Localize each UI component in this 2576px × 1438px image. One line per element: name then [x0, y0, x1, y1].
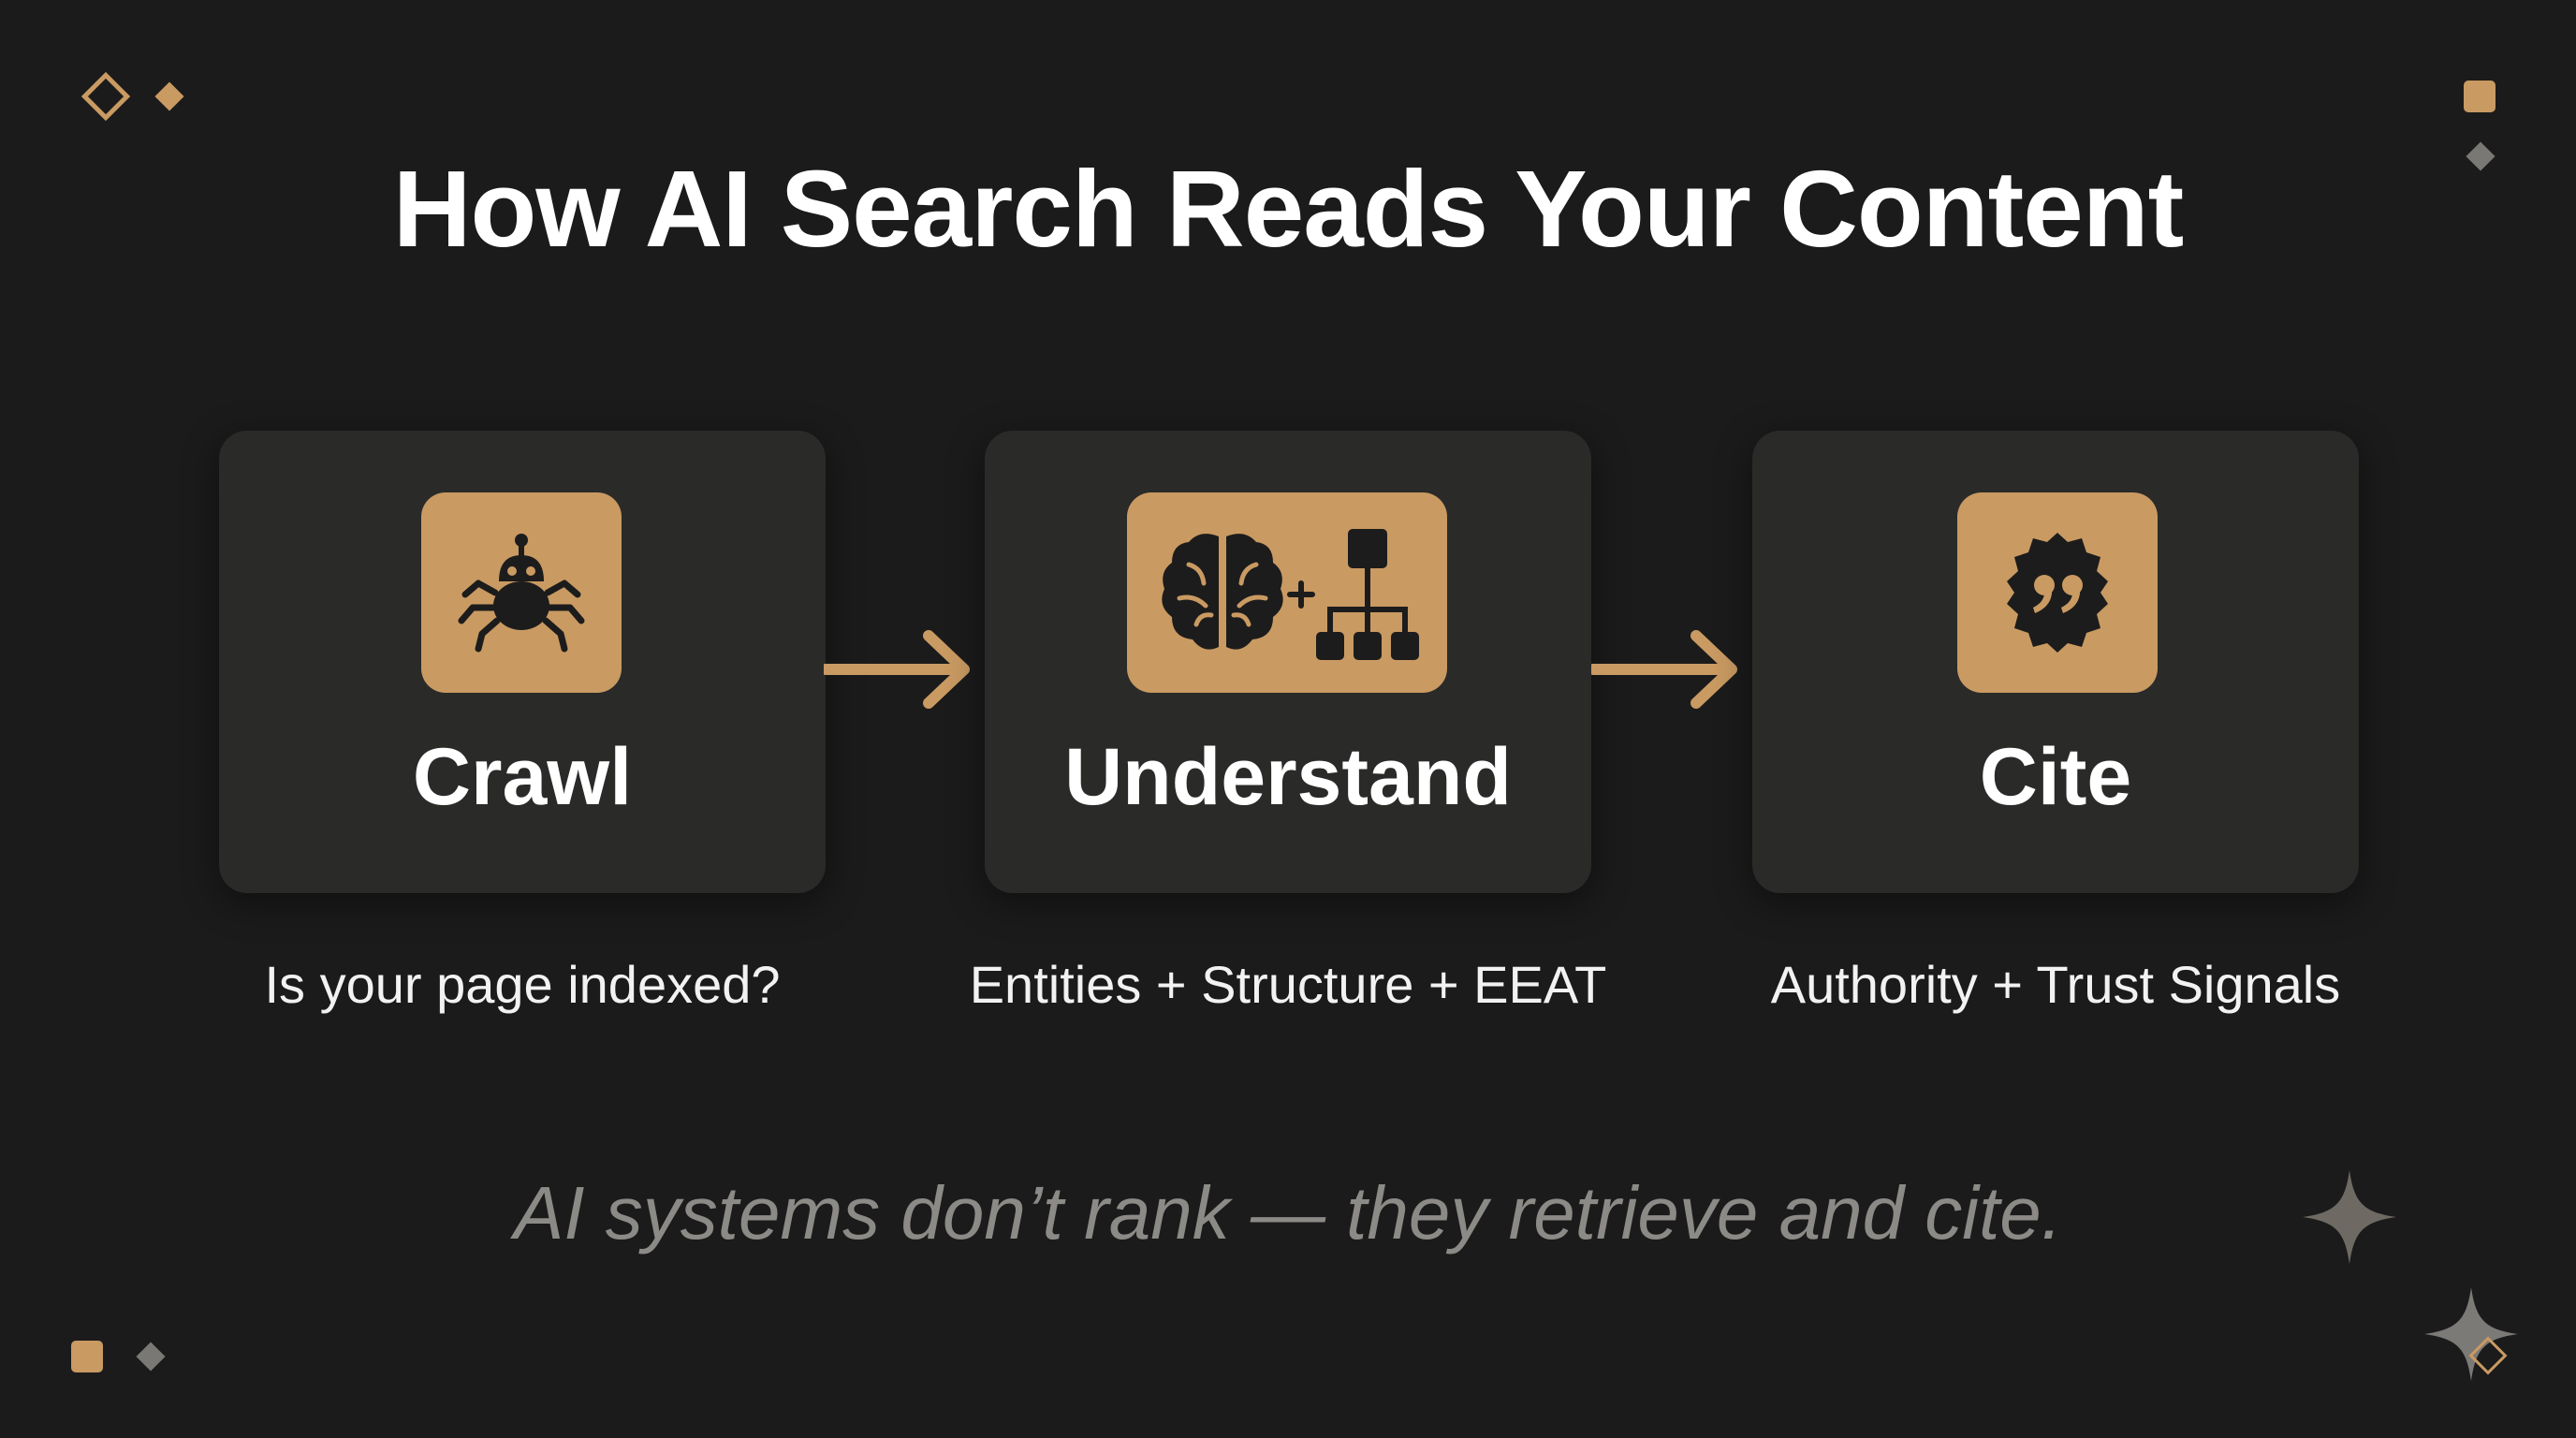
step-card-crawl: Crawl: [219, 431, 826, 893]
step-card-understand: Understand: [985, 431, 1591, 893]
sparkle-icon: [2303, 1170, 2396, 1264]
decor-top-left: [80, 71, 184, 122]
spider-bot-icon: [458, 534, 585, 653]
arrow-right-icon: [1591, 630, 1737, 709]
step-label: Cite: [1979, 732, 2132, 822]
step-caption-crawl: Is your page indexed?: [264, 955, 781, 1014]
decor-bottom-left: [71, 1341, 166, 1372]
step-label: Crawl: [412, 732, 633, 822]
icon-tile: [421, 492, 622, 693]
icon-tile: [1127, 492, 1447, 693]
tagline: AI systems don’t rank — they retrieve an…: [513, 1171, 2063, 1255]
quote-badge-icon: [2007, 533, 2108, 653]
step-label: Understand: [1064, 732, 1512, 822]
icon-tile: [1957, 492, 2158, 693]
step-caption-understand: Entities + Structure + EEAT: [969, 955, 1607, 1014]
brain-plus-hierarchy-icon: [1162, 529, 1419, 660]
page-title: How AI Search Reads Your Content: [392, 148, 2184, 270]
step-card-cite: Cite: [1752, 431, 2359, 893]
sparkle-icon-small: [2424, 1287, 2518, 1381]
arrow-right-icon: [824, 630, 970, 709]
decor-top-right: [2464, 81, 2496, 171]
step-caption-cite: Authority + Trust Signals: [1770, 955, 2341, 1014]
